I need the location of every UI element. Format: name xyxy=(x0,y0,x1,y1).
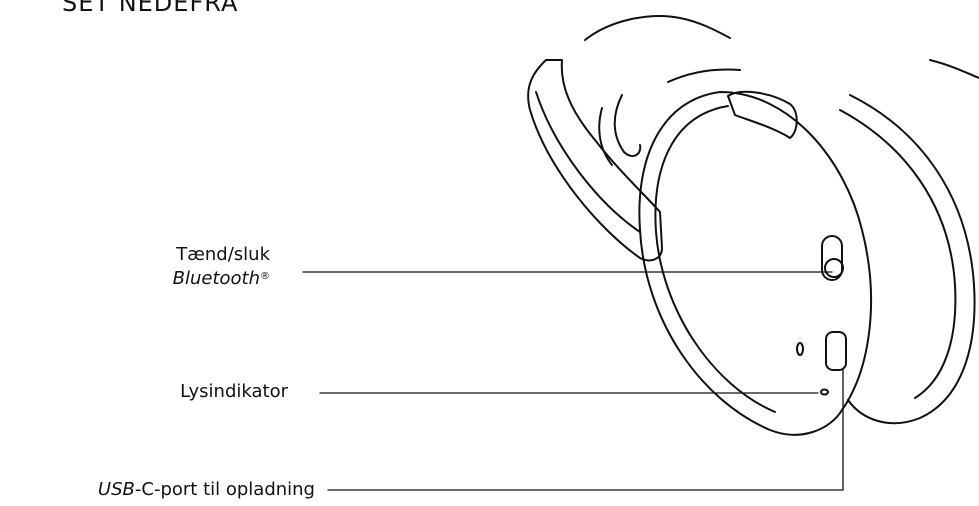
mic-strap xyxy=(599,108,612,165)
power-bluetooth-label: Tænd/sluk Bluetooth® xyxy=(173,243,270,291)
headband-outer xyxy=(930,60,979,78)
headband-front xyxy=(585,16,730,40)
earcup-face xyxy=(639,92,871,435)
power-label-line1: Tænd/sluk xyxy=(176,244,270,265)
usb-label-rest: -port til opladning xyxy=(154,479,315,500)
earcup-shell-rim xyxy=(840,110,955,398)
headband-back xyxy=(668,70,740,83)
power-switch-slot xyxy=(822,236,842,280)
bluetooth-word: Bluetooth xyxy=(173,268,260,289)
led-indicator xyxy=(821,390,828,395)
usb-port-label: USB-C-port til opladning xyxy=(98,478,315,502)
usb-label-prefix: USB xyxy=(98,479,135,500)
earcup-face-inner xyxy=(655,106,775,412)
usb-label-middle: -C xyxy=(135,479,154,500)
mic-hinge xyxy=(615,95,641,156)
power-switch-knob xyxy=(825,259,843,277)
side-pinhole xyxy=(797,343,803,355)
usb-c-port xyxy=(826,332,846,370)
bluetooth-label-line2: Bluetooth® xyxy=(173,267,270,291)
mic-boom-arm xyxy=(528,60,662,260)
registered-mark: ® xyxy=(260,271,270,282)
indicator-label: Lysindikator xyxy=(180,380,288,404)
usb-leader-line xyxy=(328,370,843,490)
top-slider xyxy=(728,92,797,138)
